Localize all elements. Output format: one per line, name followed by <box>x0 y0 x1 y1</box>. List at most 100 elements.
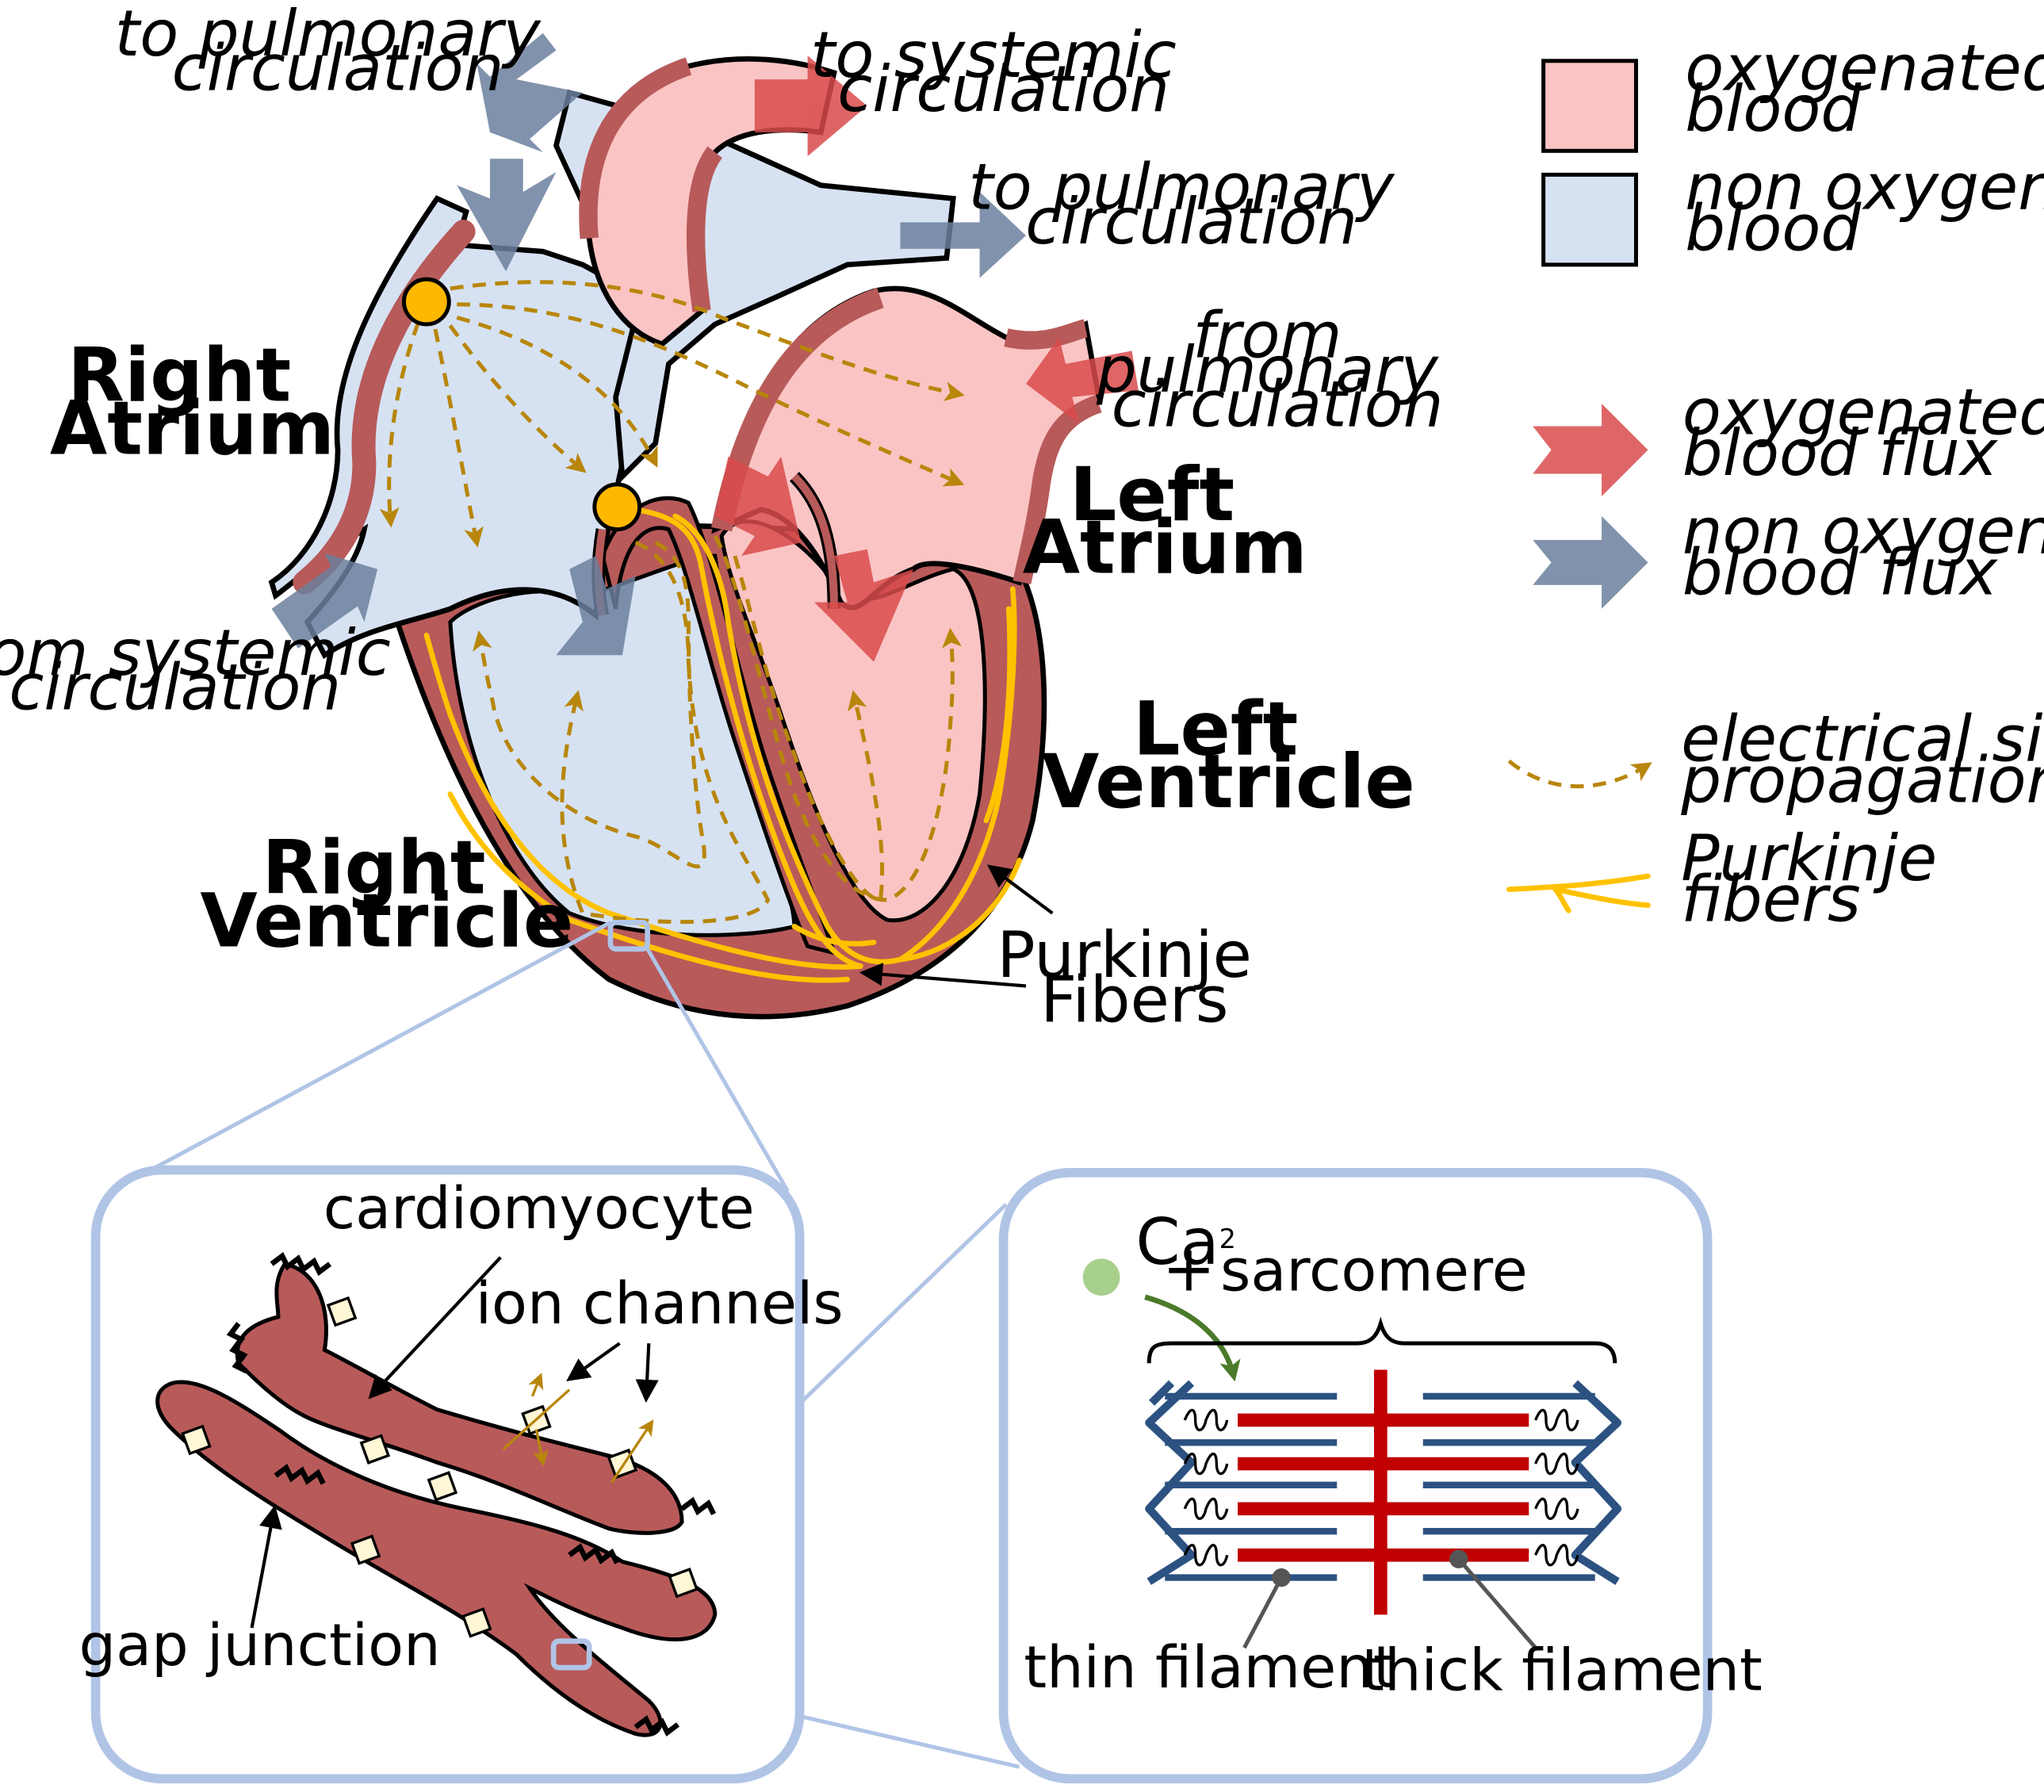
ion-channels-label: ion channels <box>476 1270 844 1338</box>
legend-oxygenated-flux-arrow <box>1533 404 1648 496</box>
sarcomere-panel-frame <box>998 1168 1713 1784</box>
svg-text:from systemic circulatio: from systemic circulation <box>0 616 411 724</box>
calcium-superscript: 2 <box>1219 1223 1236 1254</box>
to-pulmonary-top-line1: to pulmonary <box>115 0 542 71</box>
legend-purkinje-line1: Purkinje <box>1681 821 1937 895</box>
gap-junction-pointer <box>250 1505 282 1629</box>
to-systemic-line2: circulation <box>837 52 1169 126</box>
legend-oxygenated-swatch <box>1541 59 1638 153</box>
thin-filament-pointer <box>1242 1576 1284 1649</box>
thick-filament-label: thick filament <box>1361 1637 1763 1704</box>
ion-channels-pointer-left <box>566 1342 621 1382</box>
from-pulmonary-line2: pulmonary <box>1096 333 1440 407</box>
svg-text:non oxygenated blood: non oxygenated blood <box>1685 151 2044 266</box>
legend-signal-line1: electrical signal <box>1681 703 2044 776</box>
legend-purkinje-line2: fibers <box>1681 863 1861 936</box>
cardiomyocyte-panel: cardiomyocyte ion channels gap junction <box>79 1165 844 1784</box>
oxygenated-flux-arrow <box>714 456 802 557</box>
legend-oxygenated-line2: blood <box>1685 72 1862 146</box>
legend-non-oxygenated-flux-line1: non oxygenated <box>1682 495 2044 569</box>
sarcomere-brace <box>1146 1316 1617 1364</box>
signal-propagation-paths <box>379 280 965 925</box>
cell-zoom-region <box>550 1638 592 1671</box>
thick-filament-pointer <box>1456 1557 1537 1649</box>
legend-oxygenated-flux-line1: oxygenated <box>1682 375 2044 449</box>
sarcomere-panel: Ca2 + sarcomere <box>998 1168 1763 1784</box>
right-atrium-line1: Right <box>67 333 291 419</box>
svg-text:oxygenated blood flux: oxygenated blood flux <box>1682 375 2044 490</box>
thin-filament-label: thin filament <box>1024 1634 1395 1702</box>
sinoatrial-node <box>402 277 451 327</box>
calcium-ion <box>1082 1258 1120 1296</box>
legend-non-oxygenated-flux-line2: blood flux <box>1682 535 1999 609</box>
non-oxygenated-flux-arrow <box>477 33 583 152</box>
from-systemic-line1: from systemic <box>0 616 391 690</box>
non-oxygenated-flux-arrow <box>900 192 1027 278</box>
cardiomyocyte-pointer <box>368 1256 502 1400</box>
sarcomere-label: sarcomere <box>1220 1237 1528 1304</box>
svg-text:Ca2: Ca2 <box>1136 1205 1236 1279</box>
oxygenated-flux-arrow <box>813 549 914 662</box>
legend-signal-arrow <box>1507 759 1652 789</box>
gap-junctions <box>226 1251 717 1736</box>
purkinje-pointer-upper <box>987 864 1054 915</box>
legend-oxygenated-flux-line2: blood flux <box>1682 416 1999 490</box>
thin-filaments <box>1165 1392 1595 1581</box>
svg-text:Right Atrium: Right Atrium <box>50 333 335 473</box>
cardiomyocyte-lower <box>155 1380 718 1737</box>
left-atrium-line1: Left <box>1070 452 1234 538</box>
to-pulmonary-right-line1: to pulmonary <box>968 151 1395 224</box>
non-oxygenated-flux-arrow <box>556 556 636 656</box>
calcium-charge: + <box>1162 1231 1215 1305</box>
legend-non-oxygenated-swatch <box>1541 172 1638 267</box>
gap-junction-label: gap junction <box>79 1612 441 1679</box>
svg-text:Right Ventricle: Right Ventricle <box>200 825 573 965</box>
thick-filaments <box>1238 1369 1529 1615</box>
oxygenated-flux-arrow <box>754 56 867 156</box>
ion-flux-arrows <box>502 1373 654 1484</box>
svg-text:Left Ventricle: Left Ventricle <box>1042 686 1415 825</box>
purkinje-callout-line2: Fibers <box>1040 963 1228 1037</box>
legend: oxygenated blood non oxygenated blood ox… <box>1506 32 2044 936</box>
from-pulmonary-line1: from <box>1192 299 1342 373</box>
ion-channels <box>181 1296 699 1638</box>
heart-zoom-region <box>607 920 650 952</box>
svg-text:to systemic circulation: to systemic circulation <box>810 18 1196 126</box>
legend-non-oxygenated-flux-arrow <box>1533 515 1648 609</box>
legend-purkinje-swatch <box>1506 873 1651 913</box>
heart <box>268 33 1139 1020</box>
ion-channels-pointer-right <box>635 1343 659 1403</box>
calcium-label: Ca <box>1136 1205 1219 1279</box>
left-atrium-line2: Atrium <box>1023 505 1307 592</box>
svg-text:from pulmonary cir: from pulmonary circulation <box>1096 299 1459 442</box>
non-oxygenated-flux-arrow <box>457 159 557 272</box>
atrioventricular-node <box>592 482 642 532</box>
to-pulmonary-right-line2: circulation <box>1025 185 1357 258</box>
svg-text:Purkinje fibers: Purkinje fibers <box>1681 821 1957 936</box>
svg-text:Purkinje Fibers: Purkinje Fibers <box>997 918 1272 1037</box>
purkinje-callout-line1: Purkinje <box>997 918 1252 992</box>
oxygenated-flux-arrow <box>1026 337 1139 424</box>
non-oxygenated-flux-arrow <box>271 553 378 649</box>
purkinje-pointer-lower <box>859 963 1027 988</box>
from-systemic-line2: circulation <box>9 651 341 725</box>
right-atrium-line2: Atrium <box>50 386 335 473</box>
blood-flow-arrows <box>271 33 1139 662</box>
svg-text:electrical signal propag: electrical signal propagation <box>1680 703 2044 818</box>
titin-springs <box>1183 1408 1579 1567</box>
heart-labels: to pulmonary circulation to systemic cir… <box>0 0 1459 1037</box>
left-ventricle-line1: Left <box>1133 686 1298 772</box>
right-atrium <box>268 195 679 660</box>
left-ventricle-line2: Ventricle <box>1042 739 1415 825</box>
to-systemic-line1: to systemic <box>810 18 1177 92</box>
legend-non-oxygenated-line2: blood <box>1685 191 1862 265</box>
svg-text:Left Atrium: Left Atrium <box>1023 452 1307 592</box>
svg-text:oxygenated blood: oxygenated blood <box>1685 32 2044 147</box>
legend-non-oxygenated-line1: non oxygenated <box>1685 151 2044 224</box>
cardiomyocyte-label: cardiomyocyte <box>323 1175 755 1243</box>
from-pulmonary-line3: circulation <box>1112 367 1444 441</box>
right-ventricle-line2: Ventricle <box>200 878 573 964</box>
svg-text:non oxygenated blood flu: non oxygenated blood flux <box>1682 495 2044 610</box>
to-pulmonary-top-line2: circulation <box>172 32 504 105</box>
